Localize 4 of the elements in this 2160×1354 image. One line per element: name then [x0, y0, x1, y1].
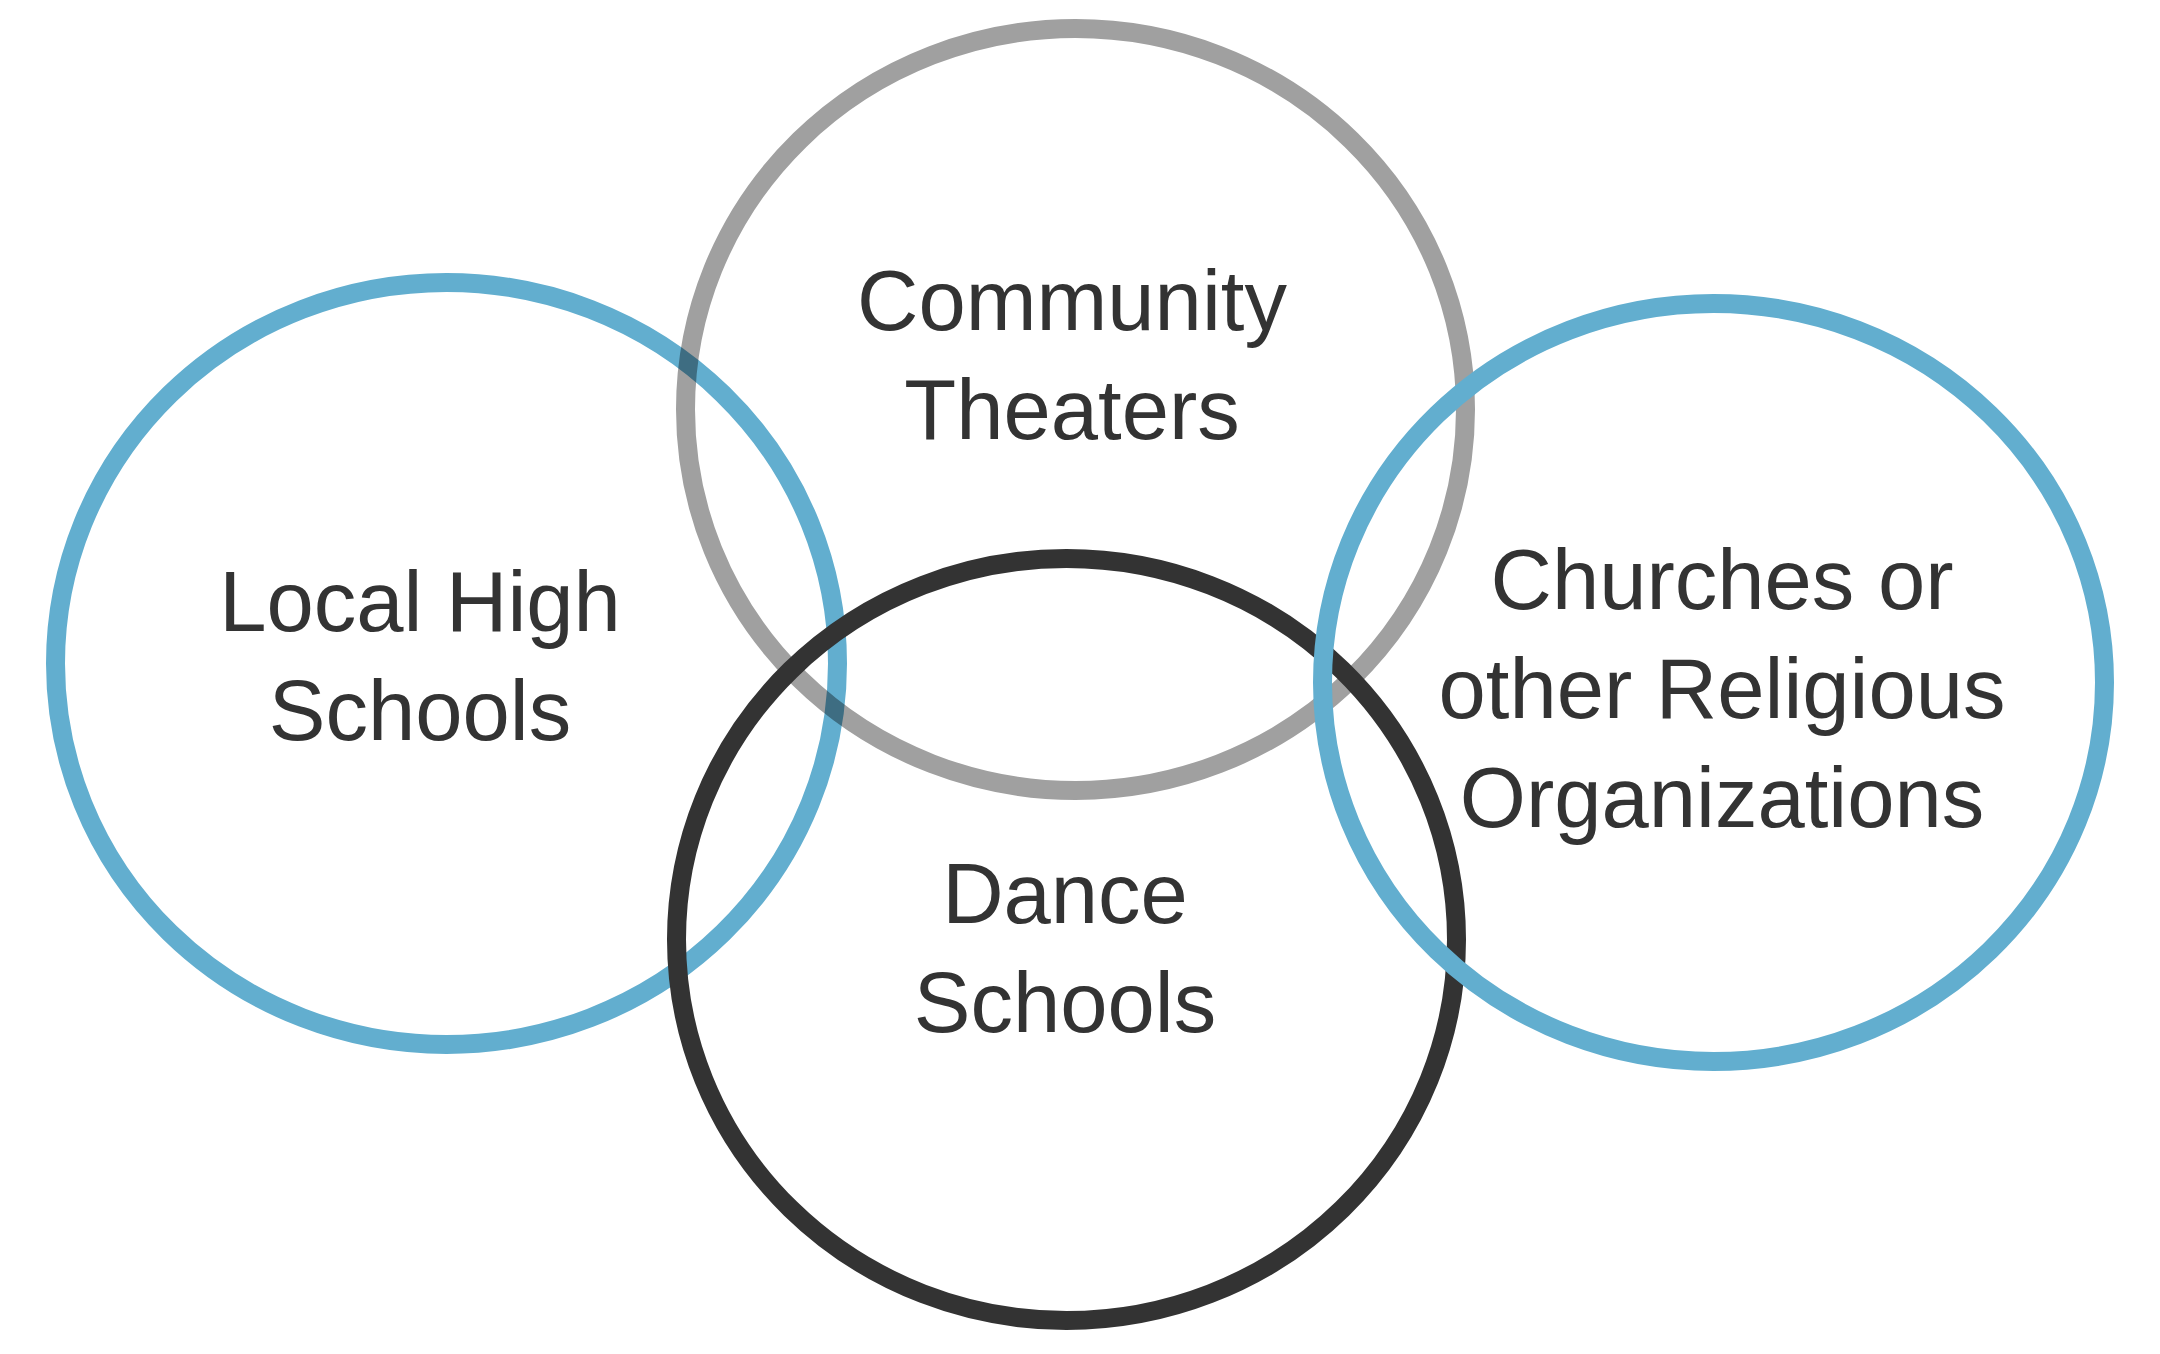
circle-label: Community Theaters — [856, 252, 1288, 459]
circle-label: Churches or other Religious Organizations — [1437, 530, 2007, 847]
circle-label: Local High Schools — [218, 553, 622, 760]
circle-label: Dance Schools — [912, 845, 1218, 1052]
